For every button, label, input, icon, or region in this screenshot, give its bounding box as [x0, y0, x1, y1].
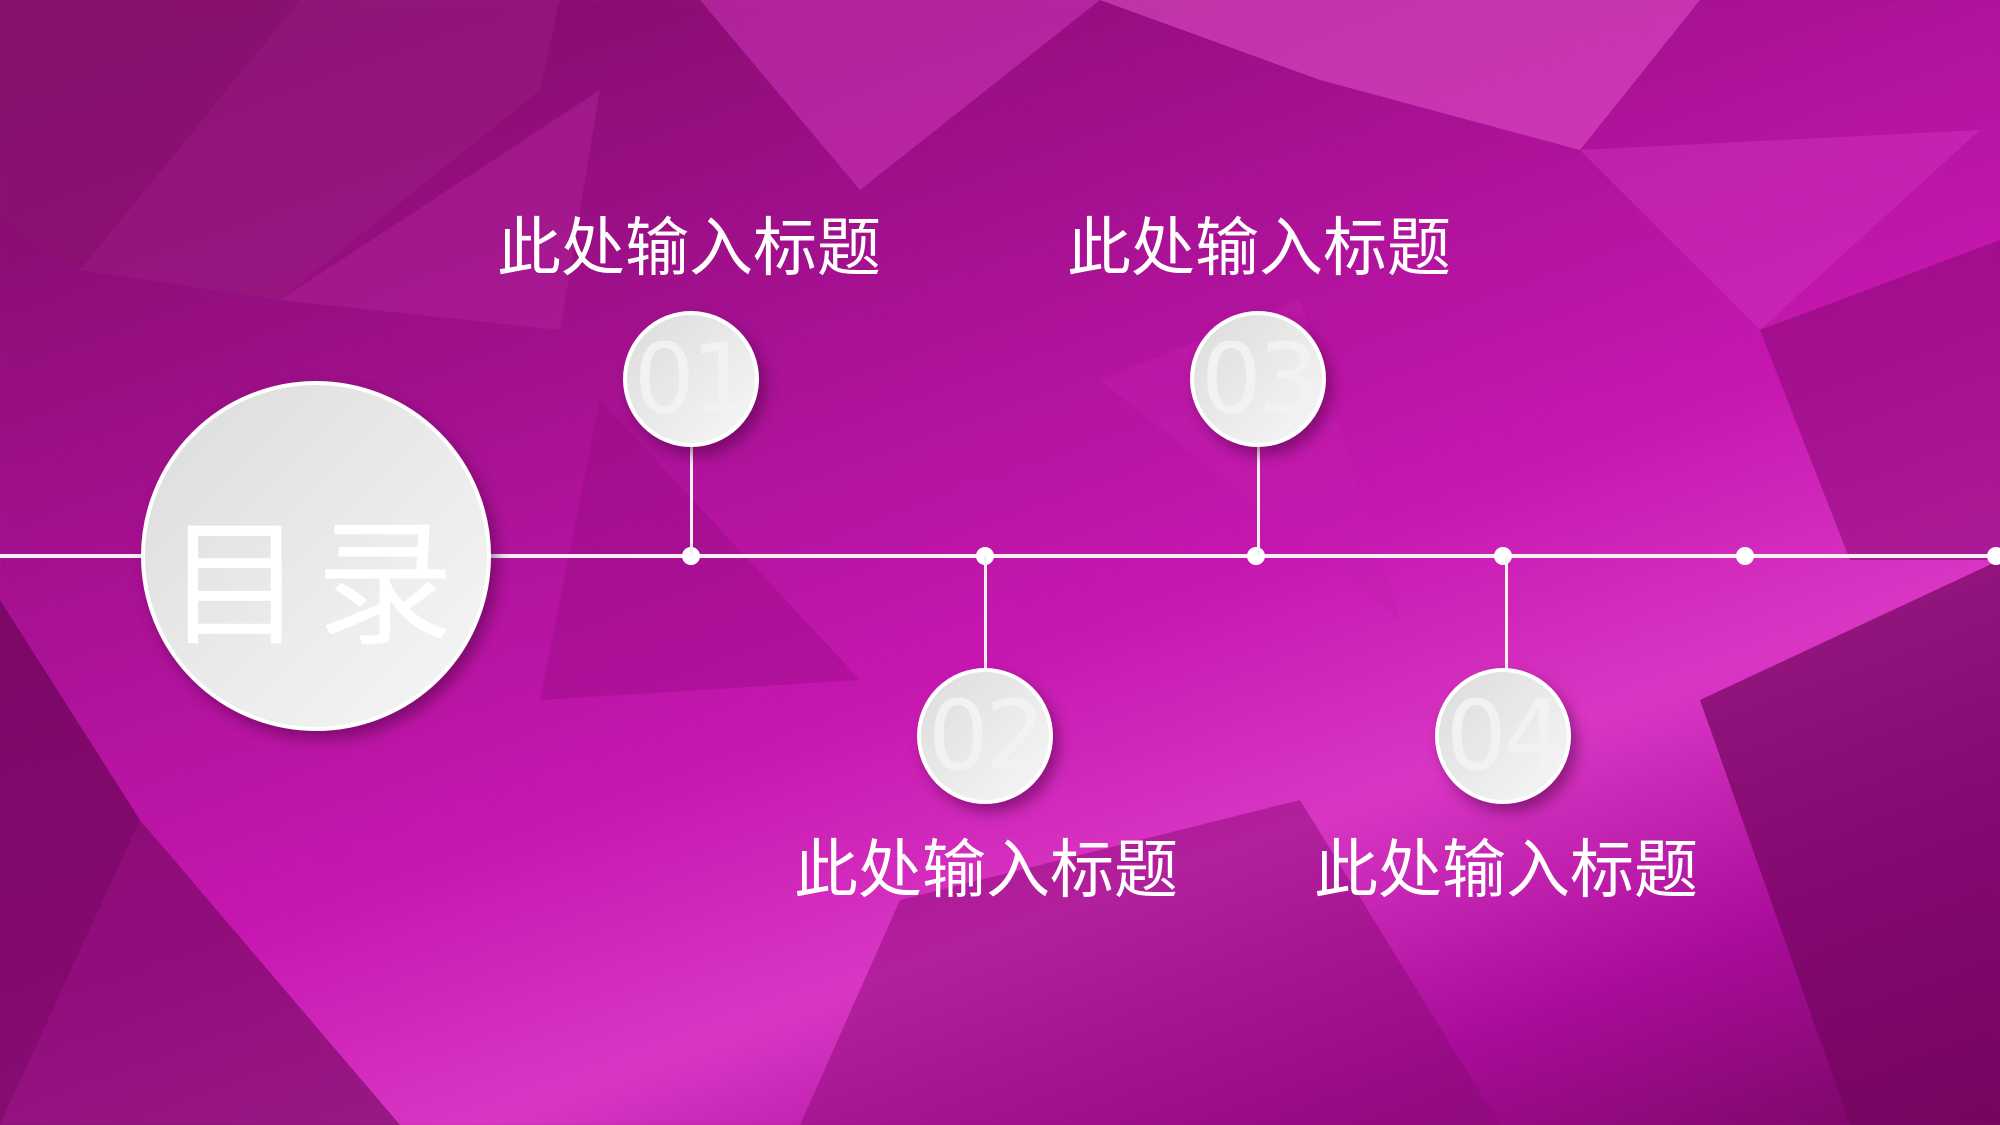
item-circle-1[interactable]	[623, 311, 759, 447]
connector	[983, 556, 987, 670]
item-number-2: 02	[927, 680, 1046, 792]
item-circle-3[interactable]	[1190, 311, 1326, 447]
item-circle-2[interactable]	[917, 668, 1053, 804]
item-title-4[interactable]: 此处输入标题	[1314, 834, 1698, 908]
connector	[1504, 556, 1508, 670]
item-title-2[interactable]: 此处输入标题	[794, 834, 1178, 908]
timeline-dot	[1247, 547, 1265, 565]
toc-circle: 目录	[141, 381, 491, 731]
item-number-1: 01	[633, 323, 752, 435]
item-circle-4[interactable]	[1435, 668, 1571, 804]
timeline-line	[0, 554, 2000, 558]
timeline-dot	[1987, 547, 2000, 565]
connector	[1256, 445, 1260, 555]
timeline-dot	[1736, 547, 1754, 565]
timeline-dot	[682, 547, 700, 565]
item-number-3: 03	[1200, 323, 1319, 435]
item-number-4: 04	[1445, 680, 1564, 792]
timeline-dot	[1494, 547, 1512, 565]
item-title-1[interactable]: 此处输入标题	[497, 212, 881, 286]
toc-label: 目录	[165, 505, 466, 666]
connector	[689, 445, 693, 555]
item-title-3[interactable]: 此处输入标题	[1067, 212, 1451, 286]
